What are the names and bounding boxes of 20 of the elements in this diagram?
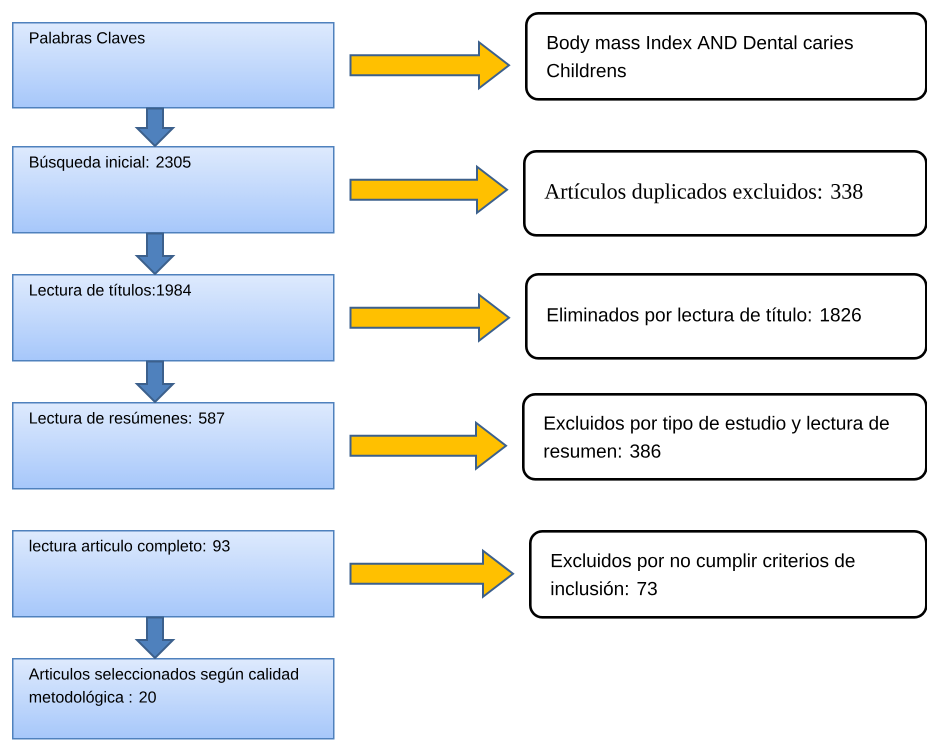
process-box: Palabras Claves (12, 22, 334, 108)
block-arrow (350, 40, 511, 90)
result-box: Eliminados por lectura de título: 1826 (525, 273, 927, 360)
process-box: Búsqueda inicial: 2305 (12, 146, 334, 234)
block-arrow (350, 164, 509, 215)
block-arrow (350, 292, 511, 343)
result-box: Artículos duplicados excluidos: 338 (523, 150, 927, 237)
result-box: Body mass Index AND Dental caries Childrens (525, 12, 927, 101)
block-arrow (350, 548, 515, 599)
block-arrow (134, 616, 176, 660)
block-arrow (134, 360, 176, 404)
block-arrow (350, 420, 508, 471)
block-arrow (134, 108, 176, 148)
process-box: lectura articulo completo: 93 (12, 530, 334, 618)
result-box: Excluidos por tipo de estudio y lectura de resumen: 386 (522, 393, 927, 481)
block-arrow (134, 232, 176, 276)
result-box: Excluidos por no cumplir criterios de inclusión: 73 (529, 530, 927, 619)
process-box: Articulos seleccionados según calidad metodológica : 20 (12, 658, 334, 740)
process-box: Lectura de títulos:1984 (12, 274, 334, 362)
process-box: Lectura de resúmenes: 587 (12, 402, 334, 490)
